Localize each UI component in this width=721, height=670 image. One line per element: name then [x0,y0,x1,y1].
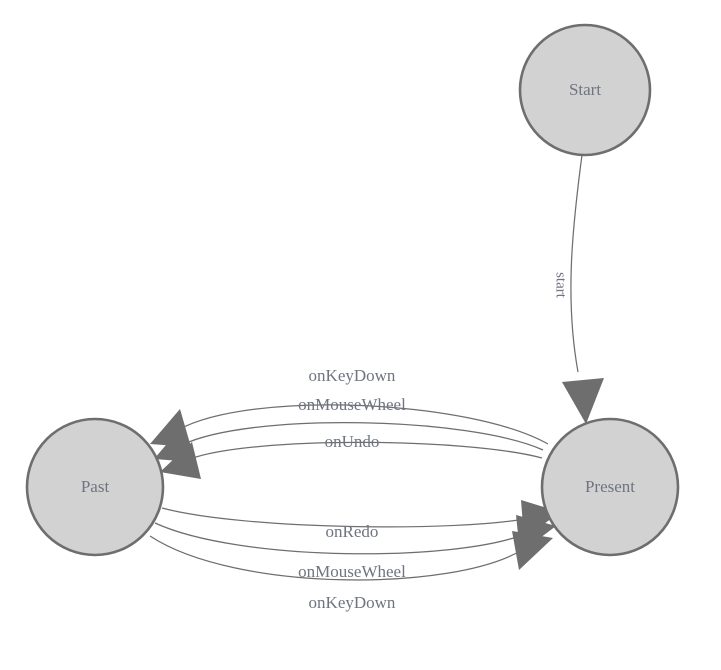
edge-label-wheel-undo: onMouseWheel [298,395,406,414]
node-present-circle [540,417,680,557]
edge-label-wheel-redo: onMouseWheel [298,562,406,581]
node-present[interactable]: Present [540,417,680,557]
edge-wheel-undo-path [181,421,544,451]
node-past-circle [25,417,165,557]
edge-label-keydown-redo: onKeyDown [309,593,396,612]
node-start-circle [518,23,652,157]
edge-past-to-present-redo[interactable]: onRedo [161,500,560,541]
edge-past-to-present-keydown[interactable]: onKeyDown [149,531,553,612]
edge-label-undo: onUndo [325,432,380,451]
edge-keydown-undo-path [177,404,549,445]
arrowhead-keydown-redo [512,531,553,570]
node-present-label: Present [585,477,635,496]
edge-start-path [570,154,583,373]
arrowhead-undo [160,442,201,479]
edge-wheel-redo-path [154,522,526,555]
edge-present-to-past-undo[interactable]: onUndo [160,432,543,479]
edge-keydown-redo-path [149,535,523,581]
edge-label-redo: onRedo [326,522,379,541]
edge-undo-path [189,441,543,460]
edge-label-keydown-undo: onKeyDown [309,366,396,385]
node-past-label: Past [81,477,110,496]
edge-label-start: start [553,272,569,299]
arrowhead-start-to-present [562,378,604,424]
edge-present-to-past-mousewheel[interactable]: onMouseWheel [154,395,544,462]
node-start-label: Start [569,80,601,99]
node-start[interactable]: Start [518,23,652,157]
node-past[interactable]: Past [25,417,165,557]
edge-redo-path [161,507,531,528]
edge-start-to-present[interactable]: start [553,154,604,424]
